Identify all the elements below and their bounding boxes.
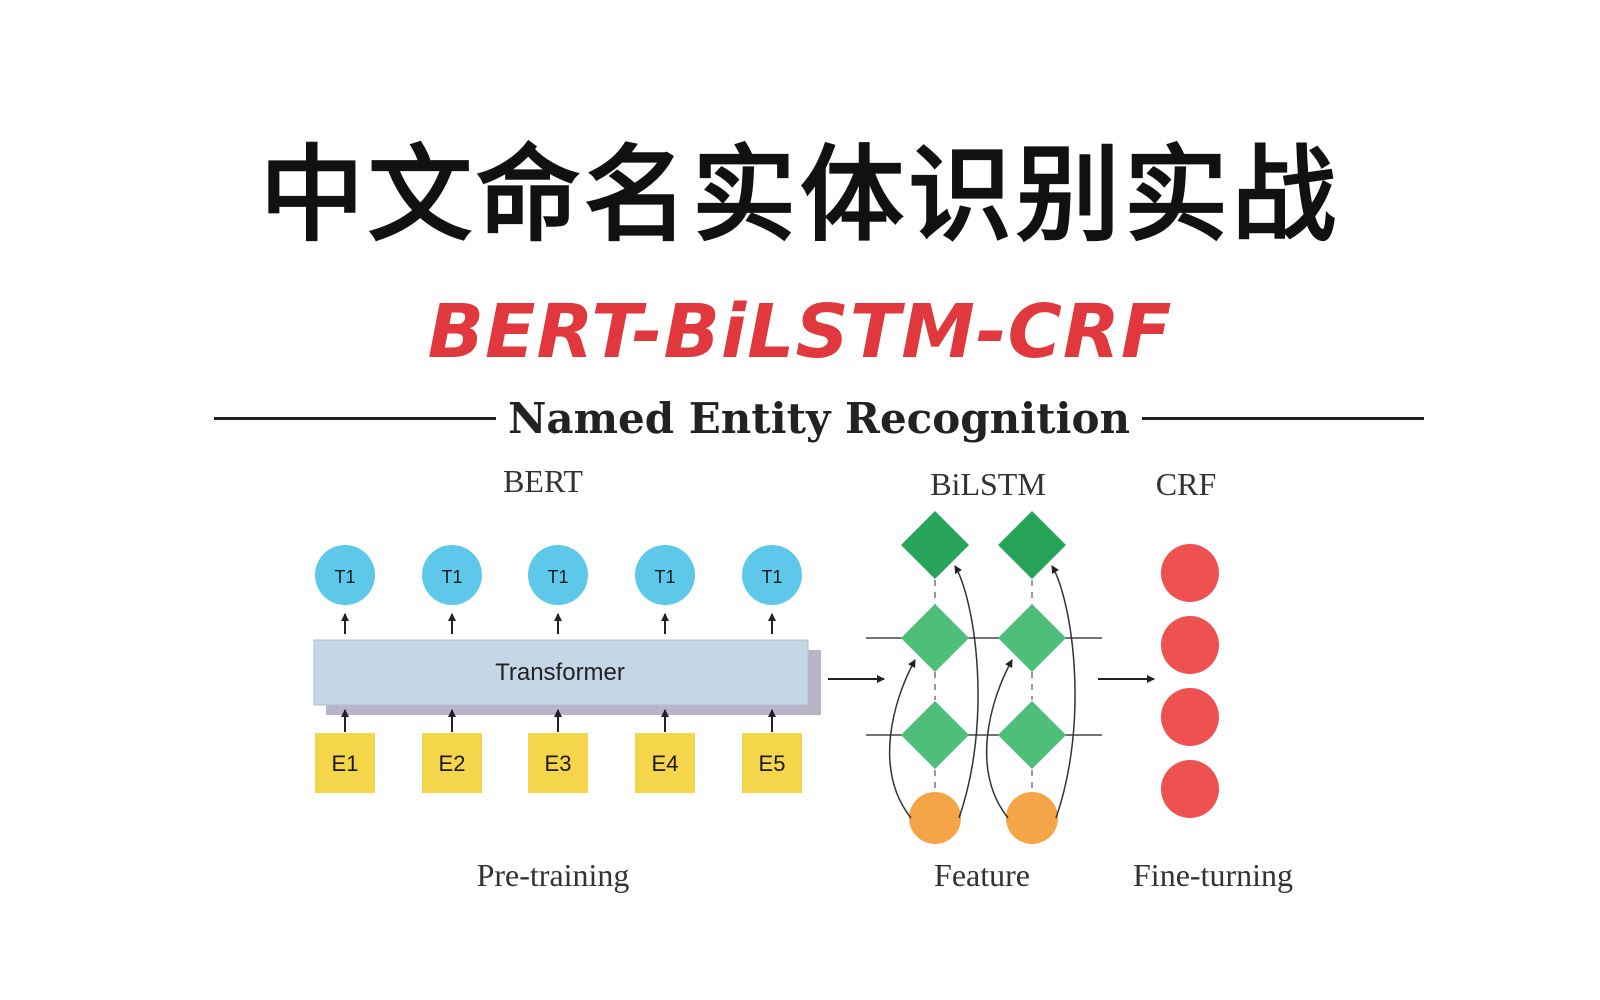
input-token-box (315, 733, 375, 793)
crf-node (1161, 760, 1219, 818)
output-token-circle (635, 545, 695, 605)
input-token-label: E1 (332, 751, 359, 776)
crf-node (1161, 688, 1219, 746)
feature-label: Feature (934, 857, 1030, 893)
crf-label: CRF (1156, 466, 1216, 502)
backward-diamond (901, 701, 969, 769)
output-token-circle (528, 545, 588, 605)
page-title: 中文命名实体识别实战 (259, 133, 1340, 256)
feature-circle (1006, 792, 1058, 844)
skip-arrow (1051, 565, 1076, 819)
input-token-box (742, 733, 802, 793)
skip-arrow (985, 659, 1013, 819)
skip-arrow (888, 659, 916, 819)
pretraining-label: Pre-training (477, 857, 630, 893)
left-rule (214, 416, 496, 420)
finetuning-label: Fine-turning (1133, 857, 1293, 893)
output-diamond (901, 511, 969, 579)
transformer-label: Transformer (495, 659, 625, 686)
feature-circle (909, 792, 961, 844)
input-token-label: E3 (545, 751, 572, 776)
bert-label: BERT (503, 463, 583, 499)
forward-diamond (901, 604, 969, 672)
right-rule (1142, 416, 1425, 420)
output-token-circle (422, 545, 482, 605)
input-token-label: E2 (439, 751, 466, 776)
input-token-label: E5 (759, 751, 786, 776)
output-token-circle (742, 545, 802, 605)
output-token-label: T1 (761, 567, 782, 587)
forward-diamond (998, 604, 1066, 672)
model-title: BERT-BiLSTM-CRF (427, 289, 1173, 375)
transformer-block (313, 639, 809, 706)
crf-node-group (1161, 544, 1219, 818)
subtitle-row: Named Entity Recognition (214, 388, 1425, 448)
skip-arrow (954, 565, 979, 819)
bilstm-label: BiLSTM (930, 466, 1046, 502)
output-diamond (998, 511, 1066, 579)
input-token-box (635, 733, 695, 793)
bilstm-network (866, 511, 1102, 844)
input-token-box (422, 733, 482, 793)
crf-node (1161, 616, 1219, 674)
input-token-label: E4 (652, 751, 679, 776)
output-token-label: T1 (654, 567, 675, 587)
crf-node (1161, 544, 1219, 602)
output-token-circle (315, 545, 375, 605)
input-token-box (528, 733, 588, 793)
output-token-label: T1 (334, 567, 355, 587)
backward-diamond (998, 701, 1066, 769)
output-token-label: T1 (547, 567, 568, 587)
task-subtitle: Named Entity Recognition (507, 393, 1131, 443)
output-token-label: T1 (441, 567, 462, 587)
